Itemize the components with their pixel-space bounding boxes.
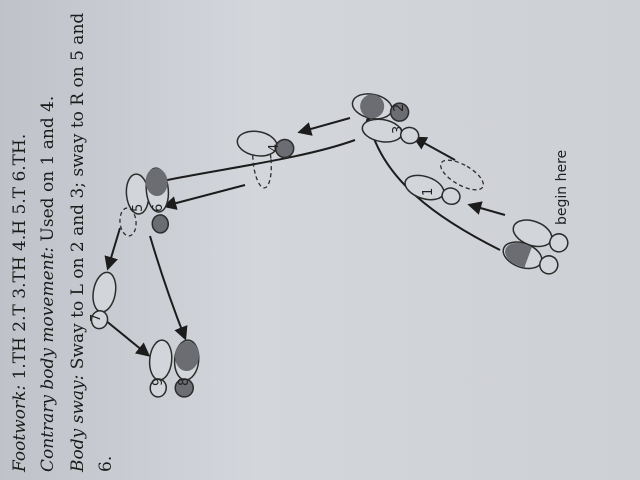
footprint-start-left bbox=[502, 241, 559, 275]
begin-here-label: begin here bbox=[554, 150, 570, 225]
arrow-start-to-1 bbox=[467, 201, 506, 216]
arrow-5-to-7 bbox=[104, 227, 121, 271]
arrow-7-to-9 bbox=[104, 319, 151, 357]
footprint-start-right bbox=[512, 219, 569, 253]
step-number-1: 1 bbox=[421, 188, 436, 196]
arrow-4-to-6 bbox=[162, 184, 246, 210]
footprint-step-8 bbox=[173, 339, 200, 398]
step-number-3: 3 bbox=[391, 126, 406, 134]
footprint-step-1 bbox=[404, 174, 461, 206]
arrow-6-to-8 bbox=[149, 235, 188, 341]
footprint-step-7 bbox=[90, 271, 117, 330]
footprint-step-9 bbox=[148, 339, 173, 398]
arrow-start-to-3 bbox=[412, 136, 456, 161]
footprint-step-3 bbox=[361, 118, 420, 145]
footprint-step-1-ghost bbox=[439, 159, 485, 191]
footprint-step-4 bbox=[236, 130, 295, 159]
step-arrows bbox=[104, 115, 506, 357]
step-number-2: 2 bbox=[392, 104, 407, 112]
step-number-4: 4 bbox=[267, 144, 282, 152]
step-number-6: 6 bbox=[151, 204, 166, 212]
step-number-8: 8 bbox=[177, 378, 192, 386]
footprint-step-2 bbox=[351, 93, 410, 122]
arrow-2-to-4 bbox=[297, 117, 351, 136]
footprint-step-6 bbox=[145, 167, 170, 234]
step-number-5: 5 bbox=[131, 204, 146, 212]
arrow-3-to-5 bbox=[145, 139, 356, 189]
step-number-7: 7 bbox=[89, 314, 104, 322]
step-number-9: 9 bbox=[151, 378, 166, 386]
